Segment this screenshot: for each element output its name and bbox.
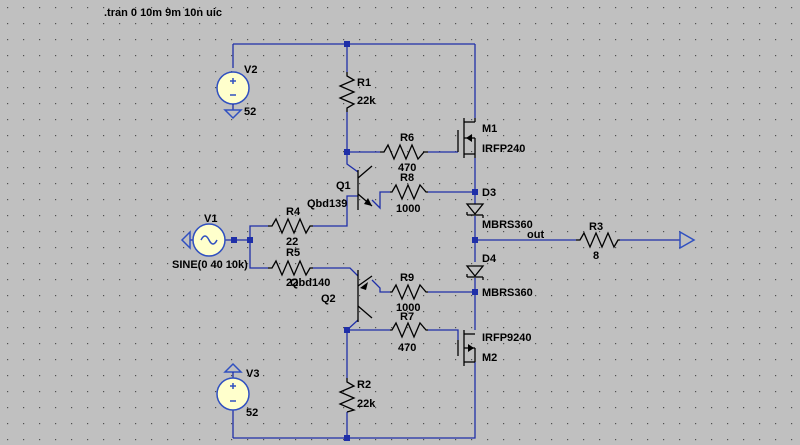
r4-value: 22	[286, 236, 298, 248]
junction-node	[247, 237, 253, 243]
r5-name: R5	[286, 247, 300, 259]
r2-resistor[interactable]	[338, 378, 356, 413]
r2-value: 22k	[357, 398, 376, 410]
ground-icon	[180, 230, 191, 250]
d3-diode[interactable]	[465, 203, 485, 218]
v3-source[interactable]	[216, 362, 250, 411]
out-net-label: out	[527, 229, 544, 241]
m2-mosfet[interactable]	[457, 330, 476, 366]
d4-value: MBRS360	[482, 287, 533, 299]
tran-directive[interactable]: .tran 0 10m 9m 10n uic	[104, 7, 222, 19]
r6-name: R6	[400, 132, 414, 144]
ground-icon	[223, 109, 243, 120]
r5-value: 22	[286, 277, 298, 289]
r1-name: R1	[357, 77, 371, 89]
junction-node	[344, 41, 350, 47]
r8-resistor[interactable]	[390, 183, 428, 201]
r3-value: 8	[593, 250, 599, 262]
wire-q1-base	[313, 195, 358, 227]
r9-resistor[interactable]	[390, 283, 428, 301]
r9-value: 1000	[396, 302, 420, 314]
r1-value: 22k	[357, 95, 376, 107]
wire-q1-collector	[346, 152, 359, 173]
r8-name: R8	[400, 172, 414, 184]
m1-mosfet[interactable]	[457, 118, 476, 158]
r6-value: 470	[398, 162, 416, 174]
m1-name: M1	[482, 123, 497, 135]
r2-name: R2	[357, 379, 371, 391]
d4-name: D4	[482, 253, 497, 265]
r3-name: R3	[589, 221, 603, 233]
q2-value: Qbd140	[290, 277, 330, 289]
r4-name: R4	[286, 206, 301, 218]
v3-value: 52	[246, 407, 258, 419]
v1-value: SINE(0 40 10k)	[172, 259, 248, 271]
r1-resistor[interactable]	[338, 72, 356, 112]
q1-value: Qbd139	[307, 198, 347, 210]
wire-q2-emitter	[371, 279, 390, 293]
r7-value: 470	[398, 342, 416, 354]
v3-name: V3	[246, 368, 259, 380]
wire-r5-left	[249, 240, 268, 269]
v1-source[interactable]	[180, 223, 226, 257]
r9-name: R9	[400, 272, 414, 284]
d3-value: MBRS360	[482, 219, 533, 231]
wire-r4-left	[249, 225, 268, 240]
d3-name: D3	[482, 187, 496, 199]
wire-bottom-rail	[233, 362, 476, 439]
junction-node	[344, 435, 350, 441]
r8-value: 1000	[396, 203, 420, 215]
r5-resistor[interactable]	[268, 259, 313, 277]
wire-q2-base	[313, 267, 359, 277]
v1-name: V1	[204, 213, 217, 225]
q2-name: Q2	[321, 293, 336, 305]
q1-transistor[interactable]	[357, 165, 373, 210]
v2-source[interactable]	[216, 71, 250, 120]
r7-name: R7	[400, 311, 414, 323]
junction-node	[344, 149, 350, 155]
junction-node	[231, 237, 237, 243]
r6-resistor[interactable]	[380, 143, 428, 161]
junction-node	[472, 237, 478, 243]
junction-node	[344, 327, 350, 333]
d4-diode[interactable]	[465, 265, 485, 280]
v2-name: V2	[244, 64, 257, 76]
m1-value: IRFP240	[482, 143, 525, 155]
m2-name: M2	[482, 352, 497, 364]
junction-nodes	[231, 41, 478, 441]
output-port-icon[interactable]	[679, 230, 696, 250]
junction-node	[472, 289, 478, 295]
r3-resistor[interactable]	[576, 231, 620, 249]
junction-node	[472, 189, 478, 195]
r4-resistor[interactable]	[268, 217, 313, 235]
q1-name: Q1	[336, 180, 351, 192]
q2-transistor[interactable]	[357, 270, 373, 322]
v2-value: 52	[244, 106, 256, 118]
m2-value: IRFP9240	[482, 332, 532, 344]
wire-r7-right	[428, 329, 459, 340]
wire-q1-emitter	[371, 191, 390, 210]
r7-resistor[interactable]	[390, 321, 428, 339]
